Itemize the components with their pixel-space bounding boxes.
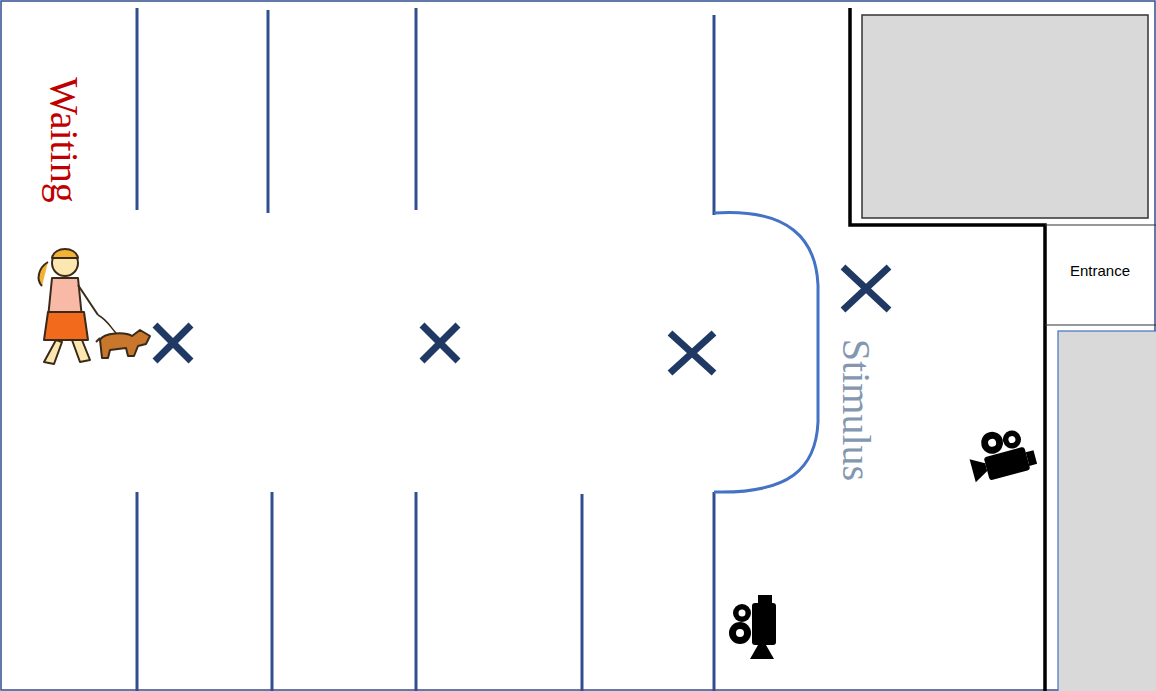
entrance-label: Entrance [1070,263,1130,278]
zone-label: Stimulus [836,339,876,481]
zone-label: Waiting [44,77,84,203]
